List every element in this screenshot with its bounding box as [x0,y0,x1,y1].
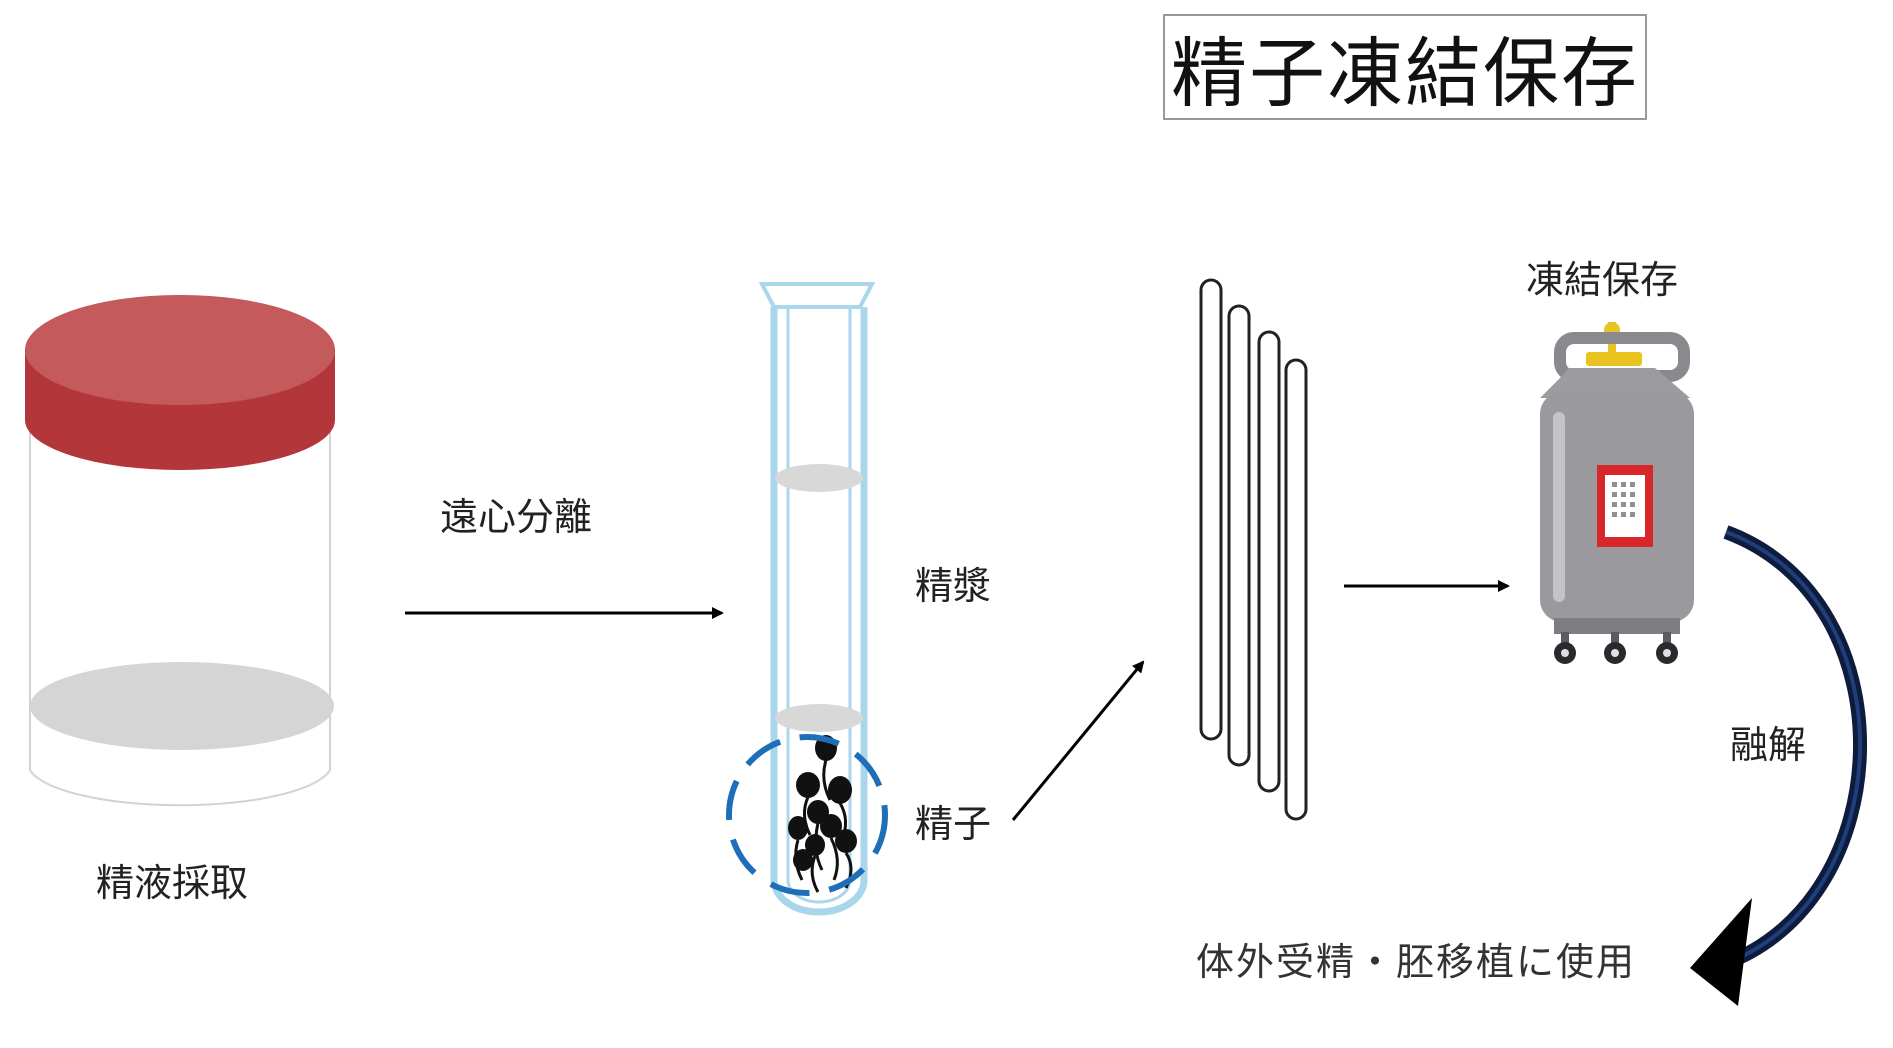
label-seminal-plasma: 精漿 [915,564,992,608]
arrow-to-straws [1011,660,1145,821]
label-collection: 精液採取 [96,861,249,905]
thaw-curve-arrow [1690,525,1867,1006]
jar-liquid-surface [30,662,334,750]
freezing-straws [1199,278,1308,821]
label-sperm: 精子 [915,802,992,846]
liquid-nitrogen-tank [1540,322,1694,664]
straw [1199,278,1223,741]
straw [1227,304,1251,767]
straw [1257,330,1281,793]
label-thaw: 融解 [1730,723,1807,767]
thaw-arrowhead [1690,898,1752,1006]
jar-cap-top [25,295,335,405]
label-freezing: 凍結保存 [1526,258,1679,302]
tube-rim [758,282,876,309]
specimen-jar [25,295,335,807]
sperm-cluster [788,735,857,893]
sperm-highlight-circle [726,734,888,896]
label-centrifuge: 遠心分離 [440,495,593,539]
seminal-plasma-surface [775,464,863,492]
test-tube [726,282,888,916]
sperm-layer-surface [775,704,863,732]
page-title: 精子凍結保存 [1171,29,1639,118]
title-box: 精子凍結保存 [1163,14,1647,120]
straw [1284,358,1308,821]
label-use: 体外受精・胚移植に使用 [1196,940,1637,984]
